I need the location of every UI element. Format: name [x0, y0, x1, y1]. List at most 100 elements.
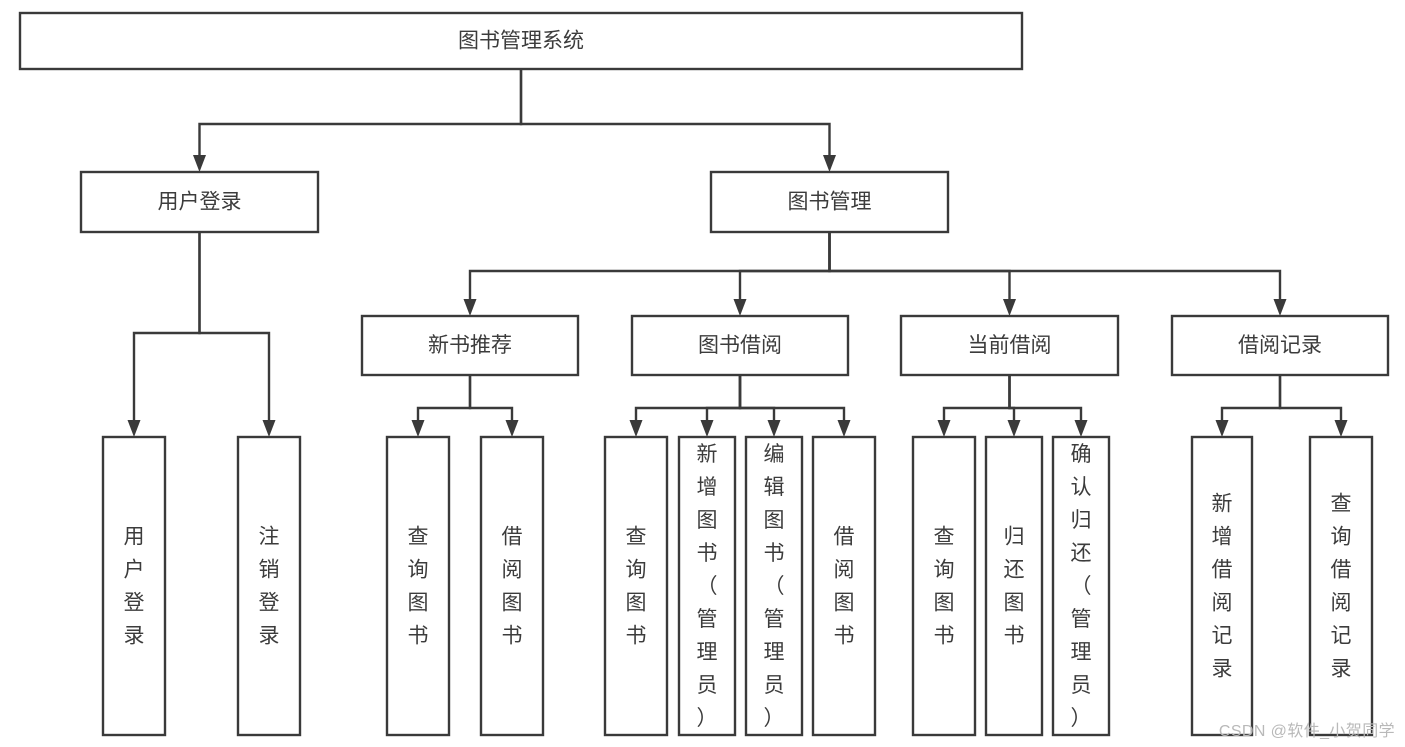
connector-book-borrow-to-leaf-edit-book: [738, 375, 781, 437]
arrow-head-icon: [629, 420, 643, 437]
connector-root-to-book-admin: [519, 69, 836, 172]
connector-layer: [127, 69, 1348, 437]
arrow-head-icon: [837, 420, 851, 437]
node-current-borrow[interactable]: 当前借阅: [899, 314, 1120, 377]
node-layer: 图书管理系统用户登录图书管理新书推荐图书借阅当前借阅借阅记录用户登录注销登录查询…: [18, 11, 1390, 737]
arrow-head-icon: [1334, 420, 1348, 437]
node-leaf-query-book-1[interactable]: 查询图书: [385, 435, 451, 737]
connector-borrow-record-to-leaf-query-record: [1278, 375, 1348, 437]
node-leaf-return-book[interactable]: 归还图书: [984, 435, 1044, 737]
node-box-current-borrow[interactable]: [899, 314, 1120, 377]
node-box-leaf-add-book[interactable]: [677, 435, 737, 737]
connector-new-book-rec-to-leaf-query-book-1: [411, 375, 472, 437]
connector-book-borrow-to-leaf-borrow-book-2: [738, 375, 851, 437]
node-label-leaf-borrow-book-2: 借阅图书: [834, 526, 855, 648]
node-box-borrow-record[interactable]: [1170, 314, 1390, 377]
connector-borrow-record-to-leaf-add-record: [1215, 375, 1282, 437]
arrow-head-icon: [1273, 299, 1287, 316]
node-leaf-logout[interactable]: 注销登录: [236, 435, 302, 737]
node-label-leaf-return-book: 归还图书: [1004, 526, 1025, 648]
connector-root-to-user-login: [193, 69, 523, 172]
node-label-book-borrow: 图书借阅: [698, 334, 782, 357]
arrow-head-icon: [767, 420, 781, 437]
arrow-head-icon: [411, 420, 425, 437]
arrow-head-icon: [823, 155, 836, 172]
node-box-leaf-user-login[interactable]: [101, 435, 167, 737]
node-box-leaf-borrow-book-2[interactable]: [811, 435, 877, 737]
node-box-book-borrow[interactable]: [630, 314, 850, 377]
connector-book-admin-to-book-borrow: [733, 232, 831, 316]
node-label-leaf-add-record: 新增借阅记录: [1212, 493, 1233, 681]
connector-book-admin-to-current-borrow: [828, 232, 1016, 316]
node-box-leaf-query-record[interactable]: [1308, 435, 1374, 737]
node-label-borrow-record: 借阅记录: [1238, 334, 1322, 357]
node-label-leaf-query-book-1: 查询图书: [408, 526, 429, 648]
connector-book-admin-to-borrow-record: [828, 232, 1287, 316]
connector-book-admin-to-new-book-rec: [463, 232, 831, 316]
node-root[interactable]: 图书管理系统: [18, 11, 1024, 71]
connector-user-login-to-leaf-user-login: [127, 232, 201, 437]
node-book-borrow[interactable]: 图书借阅: [630, 314, 850, 377]
node-box-leaf-return-book[interactable]: [984, 435, 1044, 737]
node-label-leaf-confirm-return: 确认归还（管理员）: [1071, 443, 1092, 730]
arrow-head-icon: [505, 420, 519, 437]
node-user-login[interactable]: 用户登录: [79, 170, 320, 234]
node-box-leaf-borrow-book-1[interactable]: [479, 435, 545, 737]
node-leaf-borrow-book-1[interactable]: 借阅图书: [479, 435, 545, 737]
arrow-head-icon: [193, 155, 206, 172]
node-box-leaf-confirm-return[interactable]: [1051, 435, 1111, 737]
node-leaf-borrow-book-2[interactable]: 借阅图书: [811, 435, 877, 737]
node-label-leaf-logout: 注销登录: [259, 526, 280, 648]
node-leaf-query-record[interactable]: 查询借阅记录: [1308, 435, 1374, 737]
node-box-leaf-query-book-1[interactable]: [385, 435, 451, 737]
connector-user-login-to-leaf-logout: [198, 232, 276, 437]
node-box-leaf-logout[interactable]: [236, 435, 302, 737]
connector-book-borrow-to-leaf-add-book: [700, 375, 742, 437]
node-label-leaf-borrow-book-1: 借阅图书: [502, 526, 523, 648]
arrow-head-icon: [463, 299, 477, 316]
node-leaf-confirm-return[interactable]: 确认归还（管理员）: [1051, 435, 1111, 737]
arrow-head-icon: [1007, 420, 1021, 437]
node-label-new-book-rec: 新书推荐: [428, 334, 512, 357]
node-leaf-query-book-3[interactable]: 查询图书: [911, 435, 977, 737]
node-leaf-add-record[interactable]: 新增借阅记录: [1190, 435, 1254, 737]
arrow-head-icon: [127, 420, 141, 437]
node-box-leaf-edit-book[interactable]: [744, 435, 804, 737]
node-leaf-edit-book[interactable]: 编辑图书（管理员）: [744, 435, 804, 737]
node-label-leaf-add-book: 新增图书（管理员）: [697, 443, 718, 730]
node-label-leaf-query-record: 查询借阅记录: [1331, 493, 1352, 681]
node-leaf-add-book[interactable]: 新增图书（管理员）: [677, 435, 737, 737]
arrow-head-icon: [1074, 420, 1088, 437]
node-box-leaf-query-book-2[interactable]: [603, 435, 669, 737]
watermark-label: CSDN @软件_小贺同学: [1218, 723, 1395, 740]
connector-current-borrow-to-leaf-confirm-return: [1008, 375, 1088, 437]
connector-current-borrow-to-leaf-query-book-3: [937, 375, 1011, 437]
connector-book-borrow-to-leaf-query-book-2: [629, 375, 742, 437]
node-box-leaf-query-book-3[interactable]: [911, 435, 977, 737]
arrow-head-icon: [937, 420, 951, 437]
node-box-book-admin[interactable]: [709, 170, 950, 234]
node-label-leaf-user-login: 用户登录: [124, 526, 145, 648]
node-book-admin[interactable]: 图书管理: [709, 170, 950, 234]
node-leaf-query-book-2[interactable]: 查询图书: [603, 435, 669, 737]
node-label-user-login: 用户登录: [158, 191, 242, 214]
node-leaf-user-login[interactable]: 用户登录: [101, 435, 167, 737]
node-label-leaf-query-book-2: 查询图书: [626, 526, 647, 648]
node-label-book-admin: 图书管理: [788, 191, 872, 214]
arrow-head-icon: [733, 299, 747, 316]
arrow-head-icon: [262, 420, 276, 437]
node-box-leaf-add-record[interactable]: [1190, 435, 1254, 737]
node-label-current-borrow: 当前借阅: [968, 334, 1052, 357]
arrow-head-icon: [700, 420, 714, 437]
arrow-head-icon: [1003, 299, 1016, 316]
node-new-book-rec[interactable]: 新书推荐: [360, 314, 580, 377]
connector-new-book-rec-to-leaf-borrow-book-1: [468, 375, 519, 437]
node-box-user-login[interactable]: [79, 170, 320, 234]
node-label-root: 图书管理系统: [458, 30, 584, 53]
node-box-root[interactable]: [18, 11, 1024, 71]
node-borrow-record[interactable]: 借阅记录: [1170, 314, 1390, 377]
node-box-new-book-rec[interactable]: [360, 314, 580, 377]
arrow-head-icon: [1215, 420, 1229, 437]
